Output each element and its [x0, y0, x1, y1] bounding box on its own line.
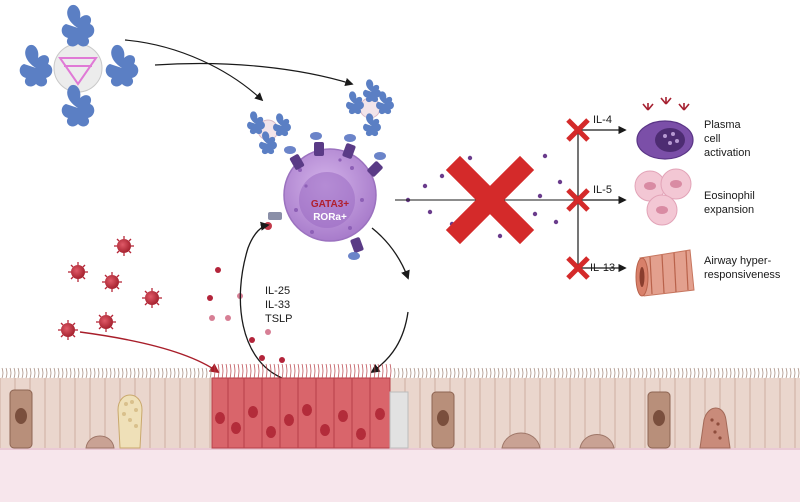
eosinophil-icon	[634, 168, 692, 226]
cytokine-branches	[577, 125, 627, 273]
epithelium-icon	[0, 377, 800, 502]
outcome-eosinophil-line2: expansion	[704, 204, 755, 216]
alarmin-il25: IL-25	[265, 285, 291, 297]
alarmin-il33: IL-33	[265, 299, 291, 311]
alarmin-tslp: TSLP	[265, 313, 293, 325]
cytokine-il13: IL-13	[590, 262, 615, 274]
arrow-complex-to-antibodies	[124, 39, 264, 102]
ilc2-cell-icon	[264, 132, 386, 260]
allergen-particle-icon	[57, 235, 163, 341]
outcome-plasma-line2: cell	[704, 133, 721, 145]
plasma-cell-icon	[636, 97, 694, 160]
arrow-epithelium-to-cell	[239, 221, 283, 379]
cytokine-il4: IL-4	[593, 114, 612, 126]
outcome-airway-line2: responsiveness	[704, 269, 781, 281]
marker-rora: RORa+	[313, 212, 347, 223]
outcome-airway-line1: Airway hyper-	[704, 255, 772, 267]
outcome-plasma-line3: activation	[704, 147, 751, 159]
outcome-plasma-line1: Plasma	[704, 119, 741, 131]
antibody-complex-icon	[19, 4, 139, 127]
bound-antibody-complex-icon	[247, 79, 394, 155]
arrow-cell-to-downstream	[371, 227, 410, 280]
block-x-icon	[445, 155, 535, 245]
outcome-eosinophil-line1: Eosinophil	[704, 190, 755, 202]
cilia	[1, 363, 800, 379]
cytokine-il5: IL-5	[593, 184, 612, 196]
arrow-allergen-to-epithelium	[79, 331, 220, 374]
arrow-complex-to-receptors	[154, 62, 354, 87]
marker-gata3: GATA3+	[311, 199, 349, 210]
arrow-to-epithelium	[370, 311, 409, 374]
airway-icon	[635, 249, 695, 297]
